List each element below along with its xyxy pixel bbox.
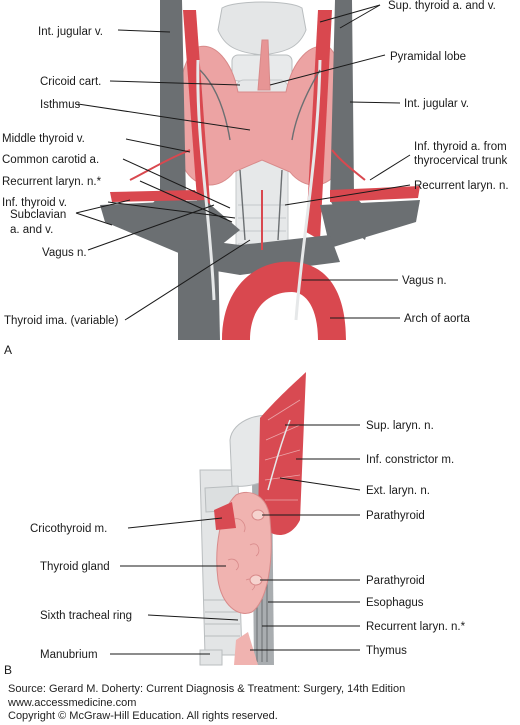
label-subclavian-1: Subclavian xyxy=(10,209,66,221)
copyright-notice: Copyright © McGraw-Hill Education. All r… xyxy=(8,710,278,722)
superior-vena-cava xyxy=(178,248,220,340)
label-thyroid-gland: Thyroid gland xyxy=(40,561,110,573)
label-thyroid-ima: Thyroid ima. (variable) xyxy=(4,315,119,327)
panel-a-leader-lines xyxy=(75,4,411,321)
label-int-jugular-left: Int. jugular v. xyxy=(38,26,103,38)
panel-b-letter: B xyxy=(4,663,12,677)
label-cricoid: Cricoid cart. xyxy=(40,76,101,88)
source-footer: Source: Gerard M. Doherty: Current Diagn… xyxy=(8,683,513,724)
panel-a-labels: Int. jugular v. Cricoid cart. Isthmus Mi… xyxy=(2,0,509,357)
right-subclavian-artery xyxy=(330,186,420,202)
label-cricothyroid: Cricothyroid m. xyxy=(30,523,107,535)
aortic-arch-shape xyxy=(222,261,346,340)
inferior-constrictor-muscle xyxy=(258,372,306,535)
panel-b-illustration xyxy=(199,372,306,666)
panel-b-leader-lines xyxy=(110,424,361,655)
label-recurrent-left: Recurrent laryn. n.* xyxy=(2,176,102,188)
label-vagus-left: Vagus n. xyxy=(42,247,87,259)
label-sup-thyroid: Sup. thyroid a. and v. xyxy=(388,0,496,12)
label-sup-laryn: Sup. laryn. n. xyxy=(366,420,434,432)
label-recurrent-right: Recurrent laryn. n. xyxy=(414,180,509,192)
right-subclavian-vessels xyxy=(320,200,420,248)
source-citation: Source: Gerard M. Doherty: Current Diagn… xyxy=(8,683,406,695)
label-parathyroid-lower: Parathyroid xyxy=(366,575,425,587)
pyramidal-lobe-shape xyxy=(257,39,271,91)
thyroid-vessel-branches xyxy=(129,149,366,250)
laryngeal-nerves xyxy=(267,419,291,491)
label-inf-thyroid-a-2: thyrocervical trunk xyxy=(414,155,508,167)
label-subclavian-2: a. and v. xyxy=(10,224,53,236)
label-vagus-right: Vagus n. xyxy=(402,275,447,287)
thymus-shape xyxy=(234,632,258,665)
thyroid-cartilage xyxy=(217,1,307,56)
label-int-jugular-right: Int. jugular v. xyxy=(404,98,469,110)
vagus-nerve-left-shape xyxy=(196,59,216,301)
label-parathyroid-upper: Parathyroid xyxy=(366,510,425,522)
label-pyramidal: Pyramidal lobe xyxy=(390,51,466,63)
label-ext-laryn: Ext. laryn. n. xyxy=(366,485,430,497)
manubrium-shape xyxy=(199,649,223,666)
source-url: www.accessmedicine.com xyxy=(8,696,137,709)
right-internal-jugular-vein xyxy=(330,0,372,240)
label-aortic-arch: Arch of aorta xyxy=(404,313,470,325)
label-sixth-ring: Sixth tracheal ring xyxy=(40,610,132,622)
cricothyroid-muscle xyxy=(214,502,236,530)
panel-a-illustration xyxy=(100,0,420,340)
label-middle-thyroid: Middle thyroid v. xyxy=(2,133,85,145)
left-internal-jugular-vein xyxy=(142,0,186,240)
label-inf-constrictor: Inf. constrictor m. xyxy=(366,454,454,466)
label-esophagus: Esophagus xyxy=(366,597,424,609)
label-thymus: Thymus xyxy=(366,645,407,657)
label-isthmus: Isthmus xyxy=(40,99,81,111)
label-recurrent: Recurrent laryn. n.* xyxy=(366,621,466,633)
label-common-carotid: Common carotid a. xyxy=(2,154,99,166)
panel-a-letter: A xyxy=(4,343,12,357)
label-inf-thyroid-v: Inf. thyroid v. xyxy=(2,197,67,209)
vagus-nerve-right-shape xyxy=(294,59,322,321)
thyroid-venous-branches xyxy=(199,69,321,241)
label-manubrium: Manubrium xyxy=(40,649,98,661)
panel-b-labels: Sup. laryn. n. Inf. constrictor m. Ext. … xyxy=(4,420,466,677)
left-subclavian-artery xyxy=(110,190,200,202)
label-inf-thyroid-a-1: Inf. thyroid a. from xyxy=(414,141,507,153)
